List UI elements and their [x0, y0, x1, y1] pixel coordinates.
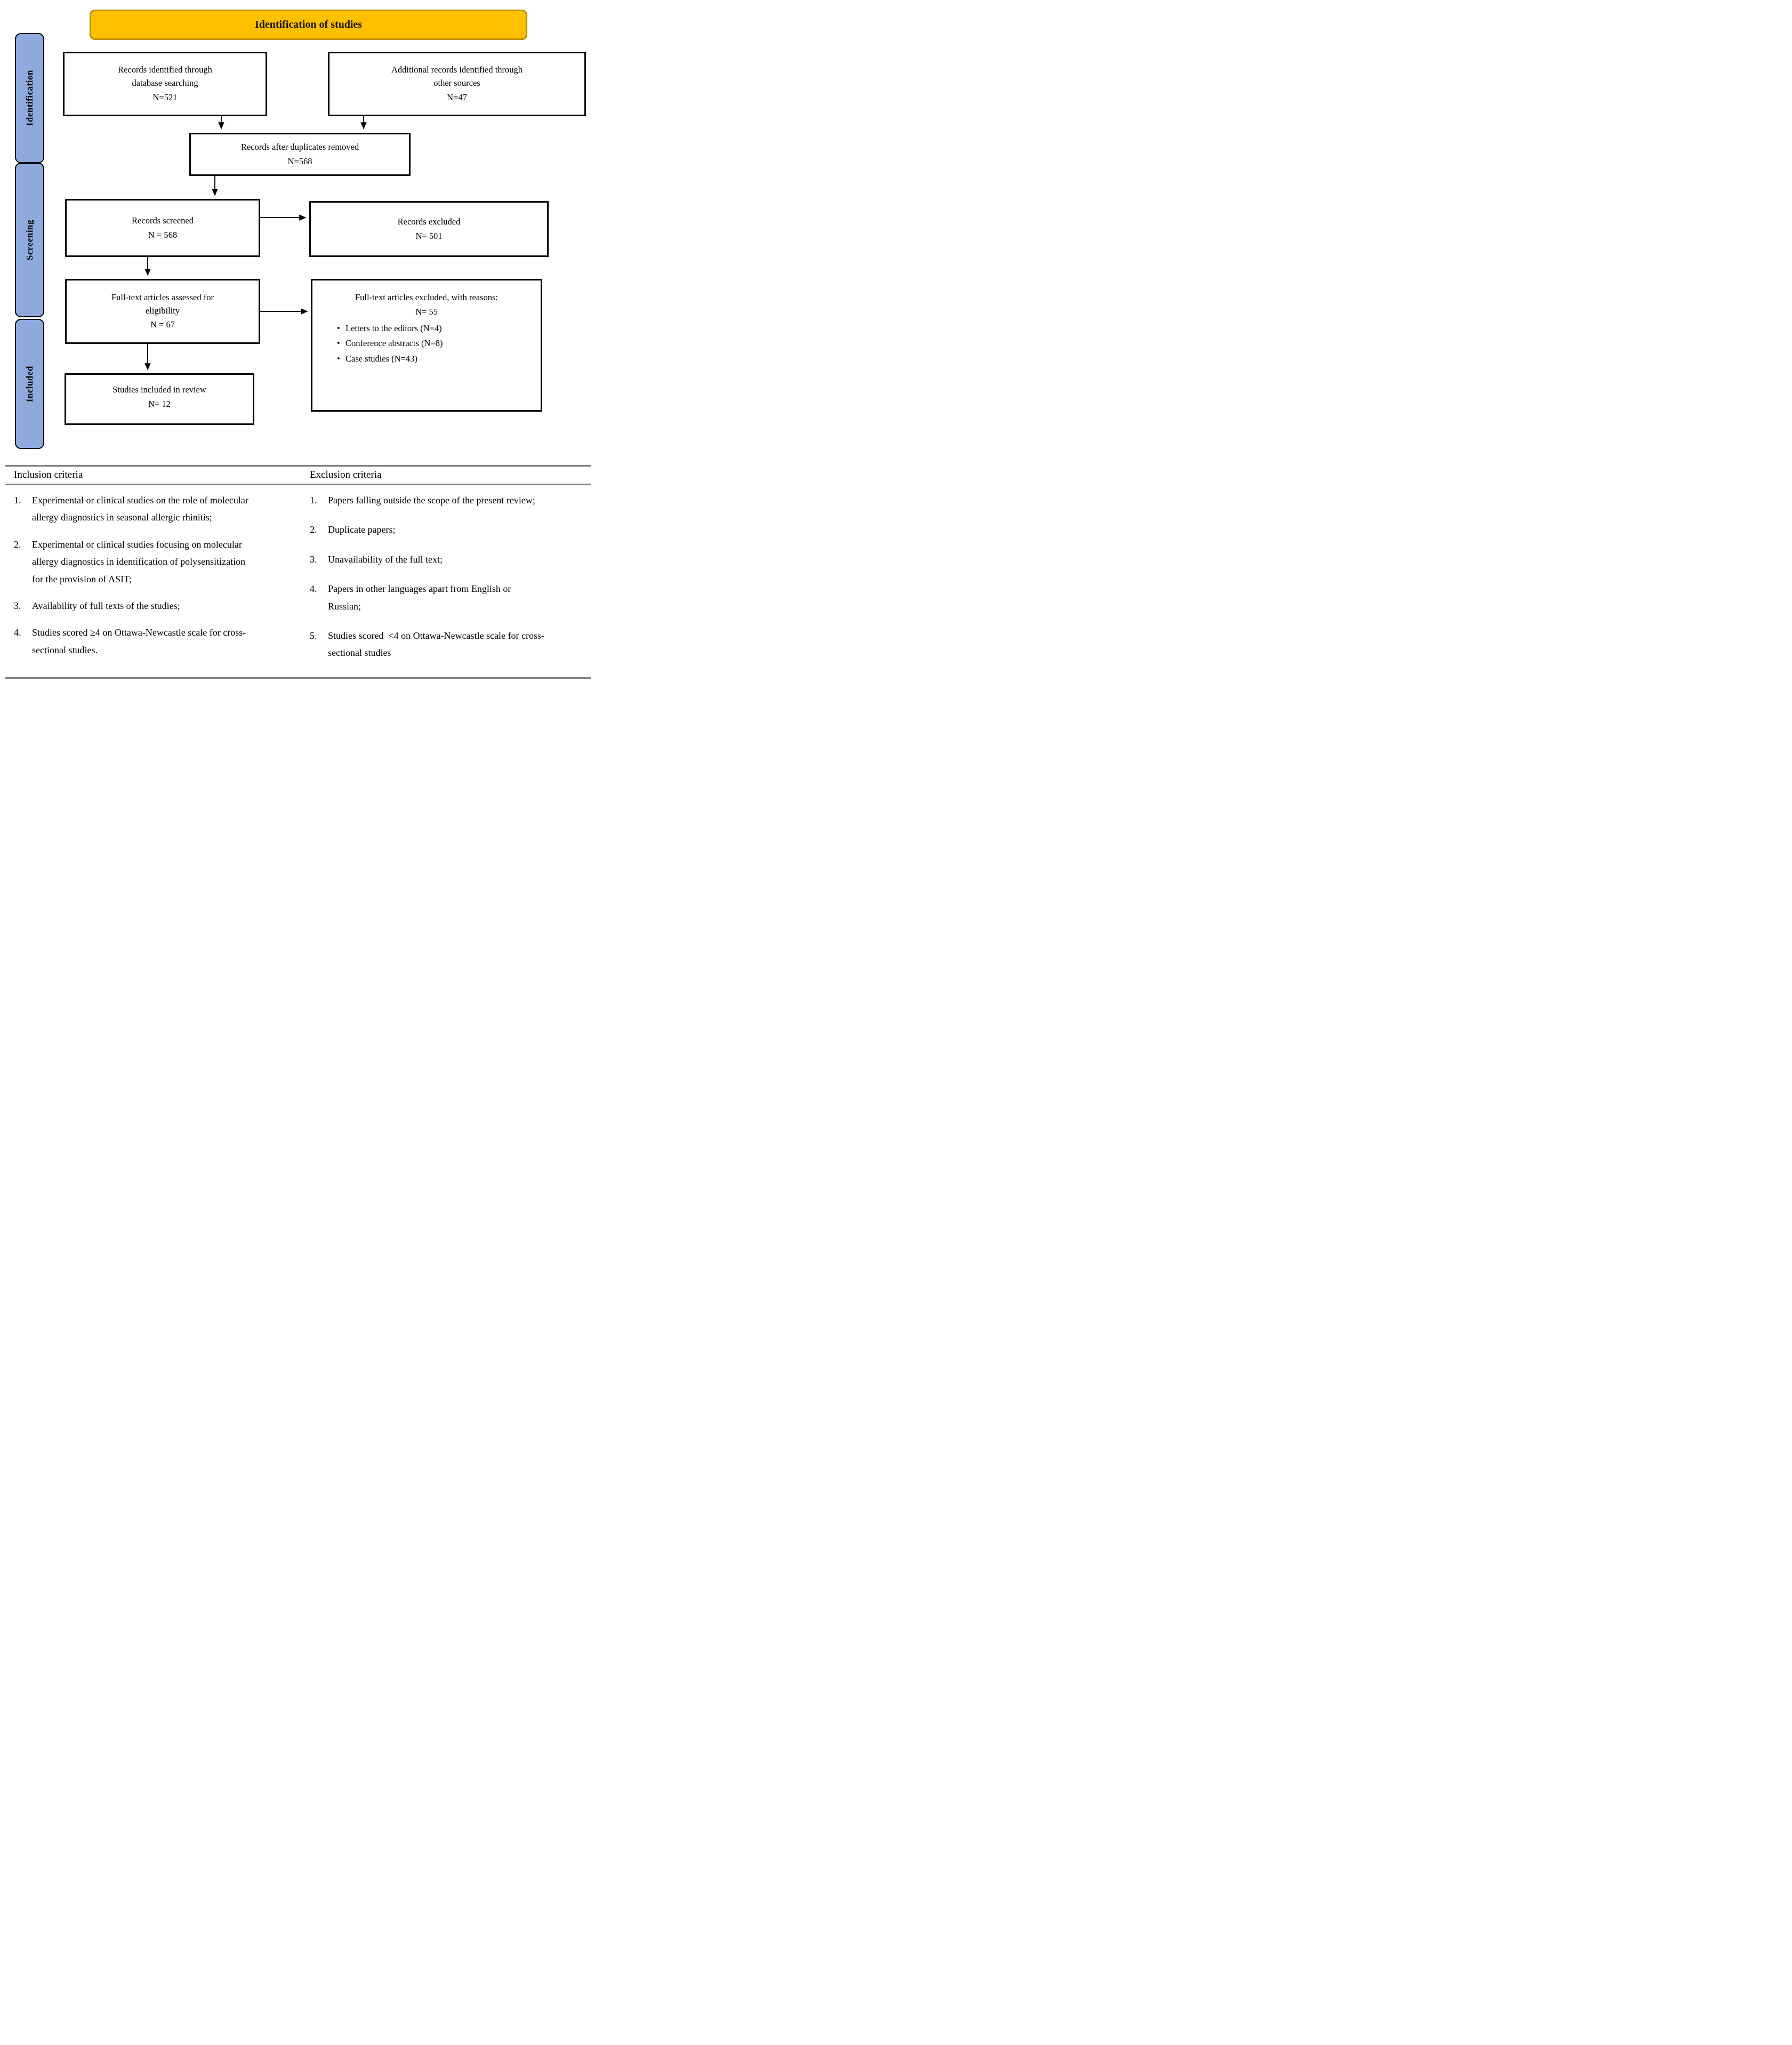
exclusion-criteria-list: 1. Papers falling outside the scope of t…	[310, 492, 591, 674]
box-fulltext-excluded: Full-text articles excluded, with reason…	[311, 279, 542, 412]
inclusion-item: 3. Availability of full texts of the stu…	[14, 597, 310, 614]
exclusion-reason-item: Letters to the editors (N=4)	[337, 321, 541, 336]
inclusion-item-text: Availability of full texts of the studie…	[32, 600, 180, 611]
box-records-excluded-label: Records excluded	[397, 216, 461, 227]
box-records-database-label: Records identified through database sear…	[118, 65, 212, 89]
box-duplicates-removed-count: N=568	[287, 156, 312, 166]
box-records-screened-label: Records screened	[132, 215, 194, 226]
inclusion-criteria-header: Inclusion criteria	[14, 469, 83, 480]
exclusion-reason-list: Letters to the editors (N=4) Conference …	[312, 321, 541, 367]
exclusion-item: 2. Duplicate papers;	[310, 521, 591, 538]
inclusion-item-number: 4.	[14, 627, 21, 638]
exclusion-item: 1. Papers falling outside the scope of t…	[310, 492, 591, 509]
criteria-table: Inclusion criteria Exclusion criteria 1.…	[5, 465, 591, 679]
inclusion-item-text: Studies scored ≥4 on Ottawa-Newcastle sc…	[32, 627, 246, 655]
stage-included: Included	[15, 319, 44, 449]
exclusion-reason-item: Case studies (N=43)	[337, 351, 541, 367]
box-records-excluded-count: N= 501	[415, 230, 443, 241]
box-studies-included-label: Studies included in review	[112, 384, 206, 395]
exclusion-criteria-header: Exclusion criteria	[310, 469, 382, 480]
exclusion-item-number: 1.	[310, 495, 317, 506]
inclusion-item: 2. Experimental or clinical studies focu…	[14, 536, 310, 588]
exclusion-item-text: Papers falling outside the scope of the …	[328, 495, 535, 506]
exclusion-item-number: 3.	[310, 554, 317, 565]
box-records-database-count: N=521	[152, 92, 178, 102]
inclusion-criteria-list: 1. Experimental or clinical studies on t…	[14, 492, 310, 674]
box-studies-included: Studies included in review N= 12	[65, 373, 254, 425]
inclusion-item: 1. Experimental or clinical studies on t…	[14, 492, 310, 526]
exclusion-item-number: 5.	[310, 630, 317, 641]
inclusion-item-number: 3.	[14, 600, 21, 611]
exclusion-reason-text: Conference abstracts (N=8)	[345, 338, 443, 349]
box-fulltext-assessed: Full-text articles assessed for eligibil…	[65, 279, 260, 344]
criteria-table-header: Inclusion criteria Exclusion criteria	[5, 467, 591, 485]
exclusion-item: 5. Studies scored <4 on Ottawa-Newcastle…	[310, 627, 591, 662]
box-records-other-sources-count: N=47	[447, 92, 467, 102]
exclusion-item-number: 4.	[310, 583, 317, 595]
diagram-title: Identification of studies	[254, 19, 363, 30]
exclusion-item-text: Unavailability of the full text;	[328, 554, 443, 565]
inclusion-item-number: 1.	[14, 495, 21, 506]
exclusion-reason-item: Conference abstracts (N=8)	[337, 336, 541, 351]
stage-identification-label: Identification	[24, 70, 35, 126]
exclusion-reason-text: Case studies (N=43)	[345, 354, 417, 364]
stage-screening: Screening	[15, 163, 44, 317]
exclusion-item: 4. Papers in other languages apart from …	[310, 580, 591, 615]
exclusion-item-text: Studies scored <4 on Ottawa-Newcastle sc…	[328, 630, 545, 659]
box-studies-included-count: N= 12	[148, 398, 171, 409]
exclusion-reason-text: Letters to the editors (N=4)	[345, 323, 442, 333]
box-fulltext-assessed-label: Full-text articles assessed for eligibil…	[111, 292, 214, 316]
box-fulltext-excluded-count: N= 55	[415, 306, 438, 317]
box-records-database: Records identified through database sear…	[63, 52, 267, 116]
box-fulltext-excluded-label: Full-text articles excluded, with reason…	[355, 292, 499, 302]
prisma-flow-diagram: Identification of studies Identification…	[0, 0, 597, 681]
exclusion-item-number: 2.	[310, 524, 317, 535]
criteria-table-body: 1. Experimental or clinical studies on t…	[5, 485, 591, 679]
box-records-screened: Records screened N = 568	[65, 199, 260, 257]
stage-included-label: Included	[24, 365, 35, 403]
exclusion-item: 3. Unavailability of the full text;	[310, 551, 591, 568]
box-duplicates-removed: Records after duplicates removed N=568	[189, 133, 411, 176]
box-records-other-sources-label: Additional records identified through ot…	[391, 65, 523, 89]
box-fulltext-assessed-count: N = 67	[150, 319, 175, 330]
inclusion-item-number: 2.	[14, 539, 21, 550]
box-records-excluded: Records excluded N= 501	[309, 201, 549, 257]
inclusion-item-text: Experimental or clinical studies on the …	[32, 495, 251, 523]
exclusion-item-text: Papers in other languages apart from Eng…	[328, 583, 513, 612]
inclusion-item: 4. Studies scored ≥4 on Ottawa-Newcastle…	[14, 624, 310, 659]
box-duplicates-removed-label: Records after duplicates removed	[240, 141, 359, 152]
stage-identification: Identification	[15, 33, 44, 163]
inclusion-item-text: Experimental or clinical studies focusin…	[32, 539, 248, 584]
stage-screening-label: Screening	[24, 220, 35, 260]
exclusion-item-text: Duplicate papers;	[328, 524, 396, 535]
box-records-other-sources: Additional records identified through ot…	[328, 52, 586, 116]
box-records-screened-count: N = 568	[148, 229, 178, 240]
title-banner: Identification of studies	[90, 10, 527, 40]
